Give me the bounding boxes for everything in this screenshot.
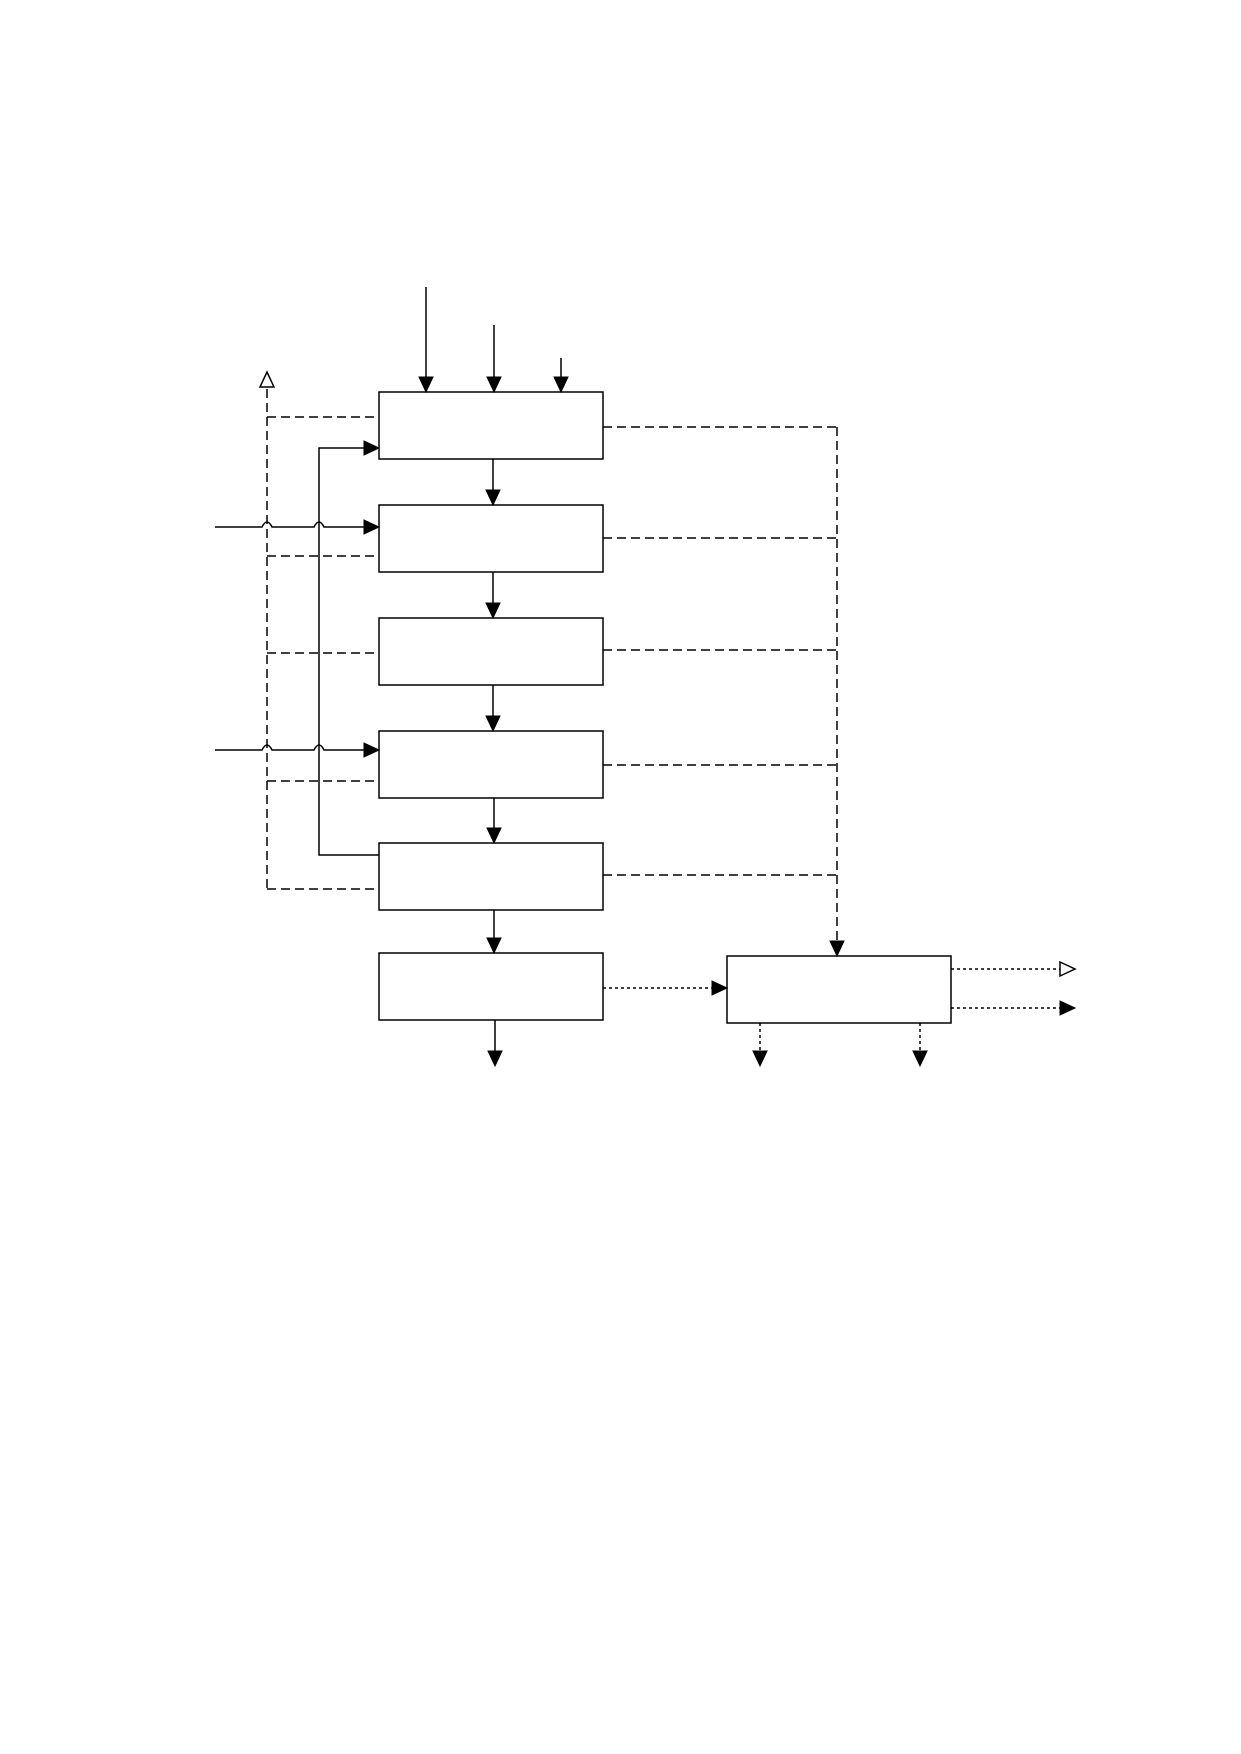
input-arrowhead-3 [553, 376, 569, 394]
vent-open-arrowhead [258, 370, 276, 388]
recycle-loop-arrowhead [363, 440, 381, 456]
recycle-loop-line [318, 447, 379, 856]
side-input-line-box-2 [215, 521, 365, 528]
flow-arrowhead-3-4 [485, 715, 501, 733]
side-input-arrowhead-box-2 [363, 519, 381, 535]
side-output-open-arrowhead [1059, 960, 1077, 978]
flow-arrowhead-5-6 [486, 937, 502, 955]
side-input-line-box-4 [215, 744, 365, 751]
collector-arrowhead [829, 940, 845, 958]
side-output-arrowhead-2 [1059, 1000, 1077, 1016]
process-box-2 [378, 504, 604, 573]
side-input-arrowhead-box-4 [363, 742, 381, 758]
process-box-5 [378, 842, 604, 911]
flow-arrowhead-4-5 [486, 827, 502, 845]
flow-arrowhead-2-3 [485, 602, 501, 620]
input-arrowhead-1 [418, 376, 434, 394]
dotted-link-arrowhead [711, 980, 729, 996]
input-arrowhead-2 [486, 376, 502, 394]
side-box [726, 955, 952, 1024]
side-output-down-arrowhead-1 [752, 1050, 768, 1068]
output-arrowhead-box-6 [487, 1050, 503, 1068]
process-box-1 [378, 391, 604, 460]
process-box-4 [378, 730, 604, 799]
process-box-6 [378, 952, 604, 1021]
side-output-down-arrowhead-2 [912, 1050, 928, 1068]
flow-arrowhead-1-2 [485, 489, 501, 507]
process-box-3 [378, 617, 604, 686]
